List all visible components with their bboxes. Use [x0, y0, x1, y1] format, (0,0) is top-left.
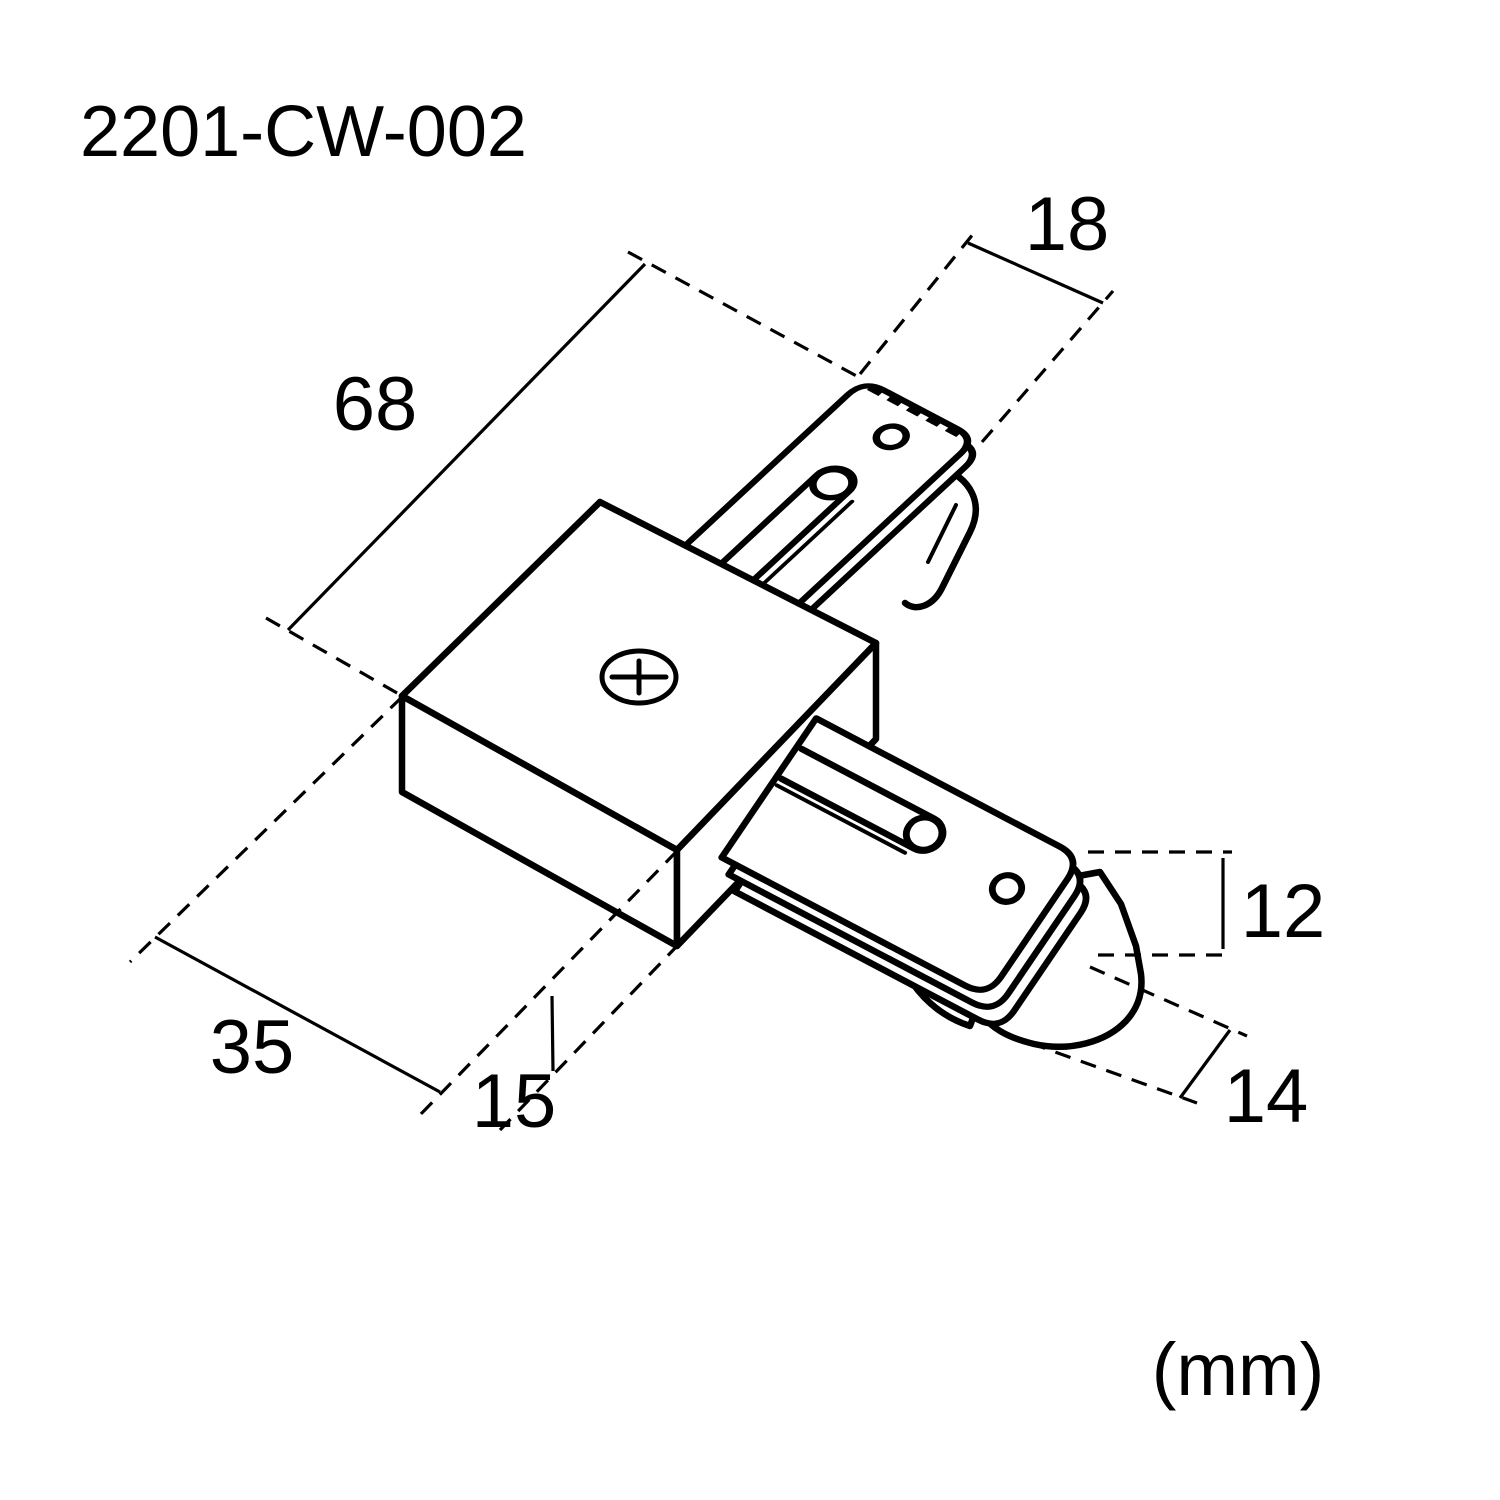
- top-arm-assembly: [666, 380, 981, 636]
- dim-18-extension-left: [858, 226, 980, 376]
- right-arm-slot-hole: [902, 814, 946, 853]
- dim-14-extension-top: [1089, 965, 1248, 1038]
- right-arm-slot-edge: [774, 783, 908, 855]
- top-arm-clip-hook-line: [926, 503, 958, 564]
- right-arm-screw-hole: [988, 872, 1026, 905]
- right-arm-assembly: [722, 718, 1145, 1050]
- top-arm-details: [705, 385, 967, 596]
- dim-18-extension-right: [980, 289, 1115, 444]
- top-arm-slot-edge: [750, 499, 855, 596]
- top-arm-serrated-edge: [866, 385, 967, 441]
- drawing-title: 2201-CW-002: [80, 92, 527, 172]
- dim-35-extension-top: [128, 695, 404, 964]
- dim-15-tick: [550, 995, 555, 1072]
- connector-body: [398, 498, 880, 950]
- dim-68-extension-bottom: [265, 616, 405, 699]
- dim-68-line: [286, 262, 647, 632]
- dim-12-label: 12: [1241, 869, 1326, 954]
- phillips-screw-cross-icon: [609, 658, 669, 696]
- dim-35-line: [154, 935, 441, 1094]
- top-arm-slot-hole: [809, 466, 856, 501]
- dim-14-label: 14: [1224, 1054, 1309, 1139]
- dimension-lines: [128, 226, 1248, 1132]
- unit-label: (mm): [1152, 1328, 1325, 1411]
- dim-68-label: 68: [333, 362, 418, 447]
- top-arm-clip-hook: [901, 462, 979, 611]
- right-arm-details: [774, 745, 1026, 905]
- dim-15-label: 15: [472, 1059, 557, 1144]
- dim-14-line: [1178, 1029, 1232, 1099]
- dim-35-label: 35: [210, 1005, 295, 1090]
- dim-68-extension-top: [627, 250, 865, 382]
- top-arm-screw-hole: [872, 423, 910, 451]
- dim-18-label: 18: [1025, 182, 1110, 267]
- dim-14-extension-bottom: [1029, 1041, 1198, 1105]
- dim-18-line: [967, 241, 1104, 305]
- dim-35-extension-bottom: [416, 849, 679, 1119]
- labels: 2201-CW-002 68 18 35 15 12 14 (mm): [80, 92, 1325, 1411]
